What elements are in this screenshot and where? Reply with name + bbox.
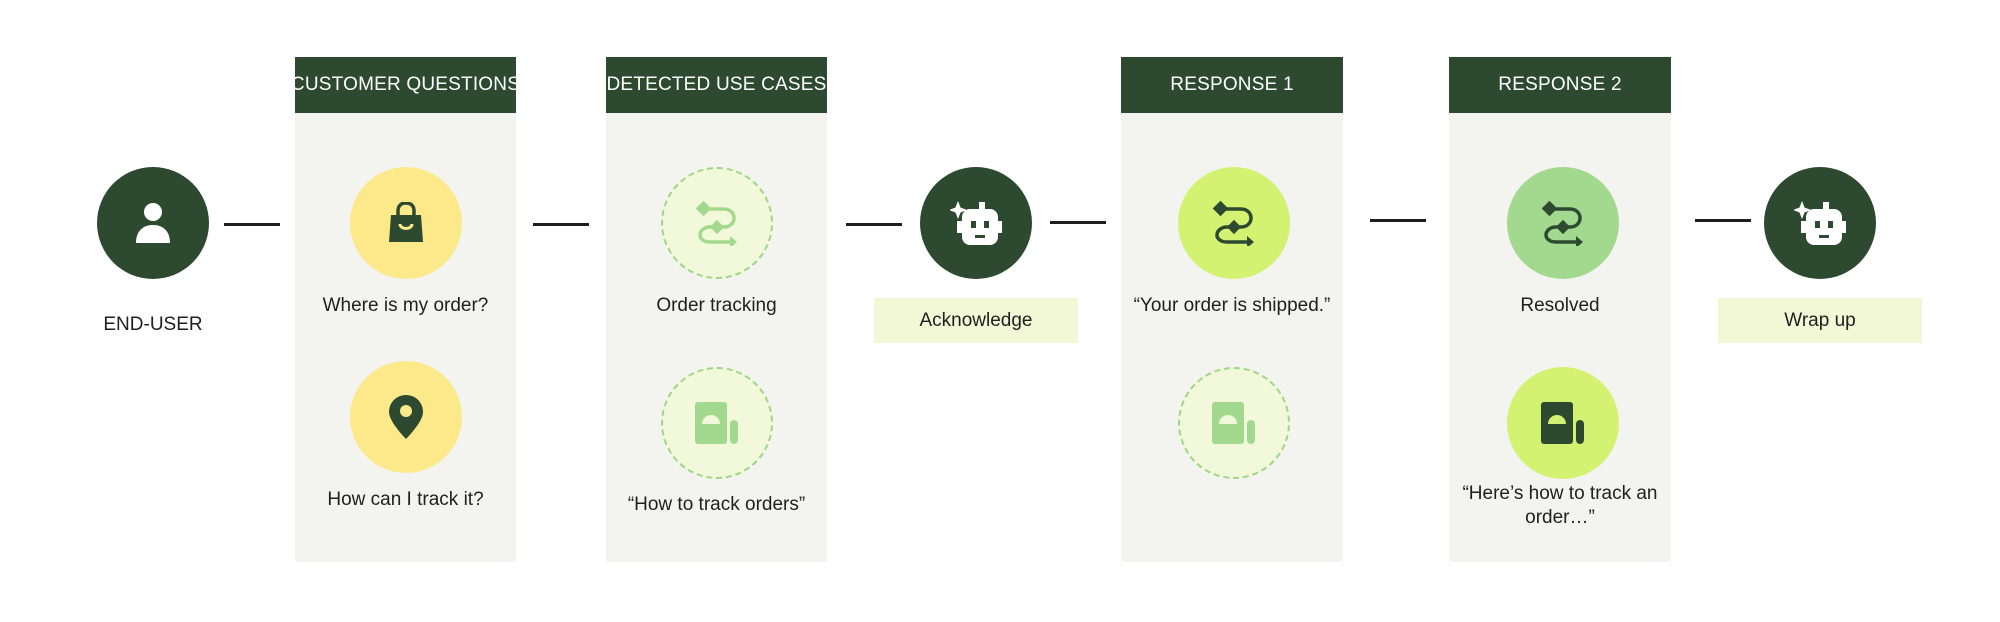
how-can-i-track-it-label: How can I track it? [327, 489, 484, 510]
order-shipped-node [1178, 167, 1290, 279]
acknowledge-pill: Acknowledge [874, 298, 1078, 343]
how-to-track-an-order-node [1507, 367, 1619, 479]
flow-arrows-icon [1212, 200, 1254, 246]
how-to-track-orders-node [661, 367, 773, 479]
end-user-label: END-USER [103, 314, 203, 335]
end-user-avatar [97, 167, 209, 279]
customer-questions-header: CUSTOMER QUESTIONS [291, 57, 520, 113]
how-can-i-track-it-node [350, 361, 462, 473]
detected-use-cases-header: DETECTED USE CASES [606, 57, 827, 113]
shopping-bag-icon [389, 202, 423, 242]
response-2-header: RESPONSE 2 [1449, 57, 1671, 113]
wrap-up-pill: Wrap up [1718, 298, 1922, 343]
flow-arrows-icon [1541, 200, 1583, 246]
acknowledge-bot-node [920, 167, 1032, 279]
wrap-up-bot-node [1764, 167, 1876, 279]
how-to-track-an-order-label: “Here’s how to track an order…” [1462, 483, 1658, 528]
detected-use-cases-column: DETECTED USE CASES [606, 57, 827, 562]
robot-icon [950, 201, 1002, 245]
resolved-node [1507, 167, 1619, 279]
where-is-my-order-node [350, 167, 462, 279]
connector-usecases-acknowledge [846, 223, 902, 226]
connector-acknowledge-response1 [1050, 221, 1106, 224]
location-pin-icon [389, 395, 423, 439]
document-icon [1541, 402, 1584, 444]
order-tracking-node [661, 167, 773, 279]
resolved-label: Resolved [1520, 295, 1600, 316]
response-1-document-node [1178, 367, 1290, 479]
connector-response1-response2 [1370, 219, 1426, 222]
document-icon [1212, 402, 1255, 444]
user-icon [136, 203, 170, 243]
order-tracking-label: Order tracking [656, 295, 777, 316]
connector-enduser-questions [224, 223, 280, 226]
flow-arrows-icon [695, 200, 737, 246]
document-icon [695, 402, 738, 444]
connector-questions-usecases [533, 223, 589, 226]
how-to-track-orders-label: “How to track orders” [627, 494, 806, 515]
connector-response2-wrapup [1695, 219, 1751, 222]
order-shipped-label: “Your order is shipped.” [1133, 295, 1331, 316]
response-1-header: RESPONSE 1 [1121, 57, 1343, 113]
robot-icon [1794, 201, 1846, 245]
where-is-my-order-label: Where is my order? [322, 295, 489, 316]
customer-questions-column: CUSTOMER QUESTIONS [291, 57, 520, 562]
